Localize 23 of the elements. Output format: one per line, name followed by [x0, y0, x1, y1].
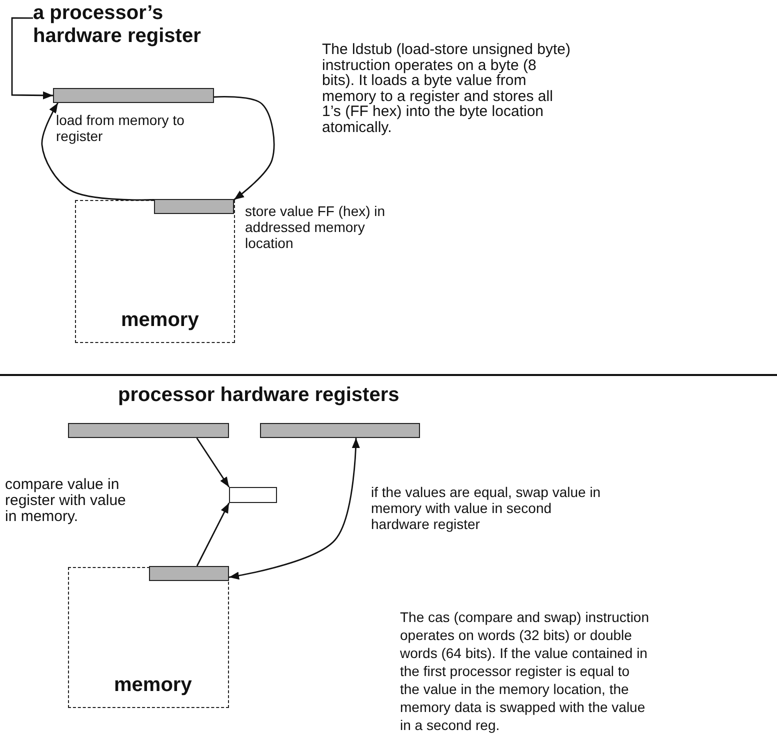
register-bar: [260, 423, 420, 438]
memory-label: memory: [114, 674, 192, 697]
arrow: [196, 502, 230, 566]
register-bar: [53, 88, 214, 103]
memory-box: [68, 567, 229, 708]
compare-box: [229, 487, 277, 503]
register-bar: [148, 566, 228, 580]
register-bar: [154, 198, 234, 214]
edge-label: load from memory to register: [56, 112, 186, 144]
section-heading: processor hardware registers: [118, 383, 400, 407]
description-text: compare value in register with value in memory.: [5, 477, 127, 525]
arrow: [214, 96, 275, 200]
heading-text: a processor’s hardware register: [33, 2, 202, 48]
memory-box: [75, 200, 235, 343]
description-text: The ldstub (load-store unsigned byte) instruction operates on a byte (8 bits). It loads a byte value from memory to a register and stores all 1’s (FF hex) into the byte location atomically.: [322, 42, 572, 135]
memory-label: memory: [121, 309, 199, 332]
arrow: [228, 438, 360, 580]
arrow: [196, 438, 230, 488]
register-bar: [68, 423, 229, 438]
arrow: [11, 17, 53, 100]
description-text: The cas (compare and swap) instruction operates on words (32 bits) or double words (64 bits). If the value contained in the first processor register is equal to the value in the memory location, the memory data is swapped with the value in a second reg.: [400, 608, 650, 734]
annotation-text: store value FF (hex) in addressed memory location: [245, 203, 386, 251]
arrow: [41, 102, 154, 201]
